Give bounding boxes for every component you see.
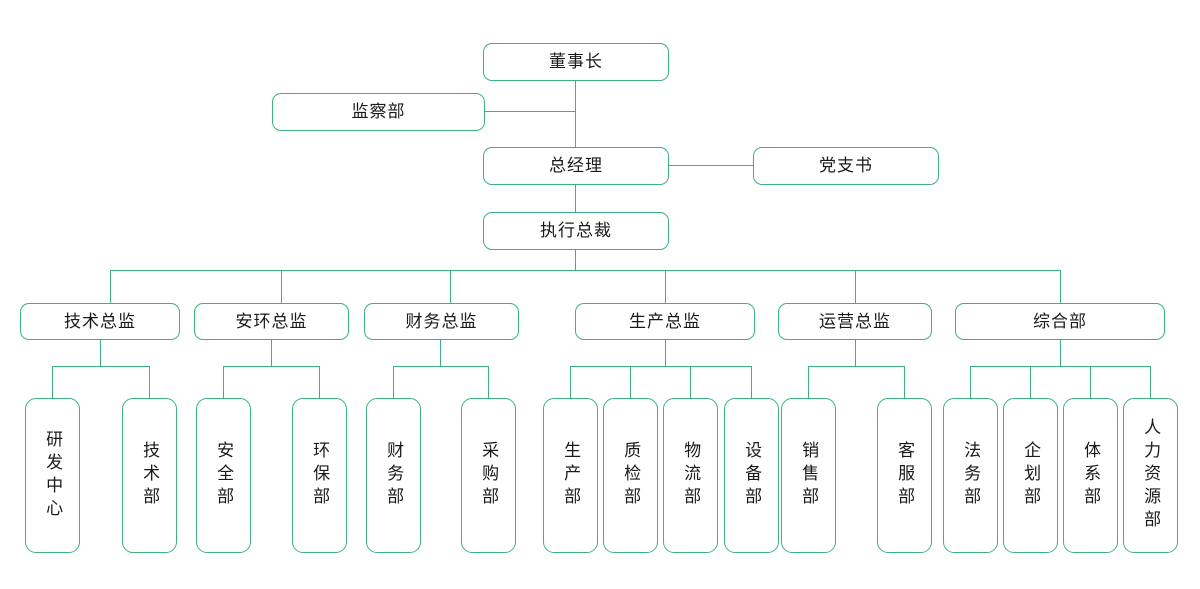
- node-logistics-dept[interactable]: 物流部: [663, 398, 718, 553]
- node-equipment-dept-label: 设备部: [742, 441, 762, 510]
- node-safety-director[interactable]: 安环总监: [194, 303, 349, 340]
- node-hr-dept[interactable]: 人力资源部: [1123, 398, 1178, 553]
- node-general-affairs-label: 综合部: [1033, 311, 1087, 331]
- drop-to-general-affairs: [1060, 270, 1062, 303]
- subbus-general-affairs: [970, 366, 1150, 368]
- drop-to-hr-dept: [1150, 366, 1152, 398]
- node-general-affairs[interactable]: 综合部: [955, 303, 1165, 340]
- node-general-manager[interactable]: 总经理: [483, 147, 669, 185]
- drop-to-equipment-dept: [751, 366, 753, 398]
- node-sales-dept[interactable]: 销售部: [781, 398, 836, 553]
- stem-finance-director: [440, 339, 442, 366]
- node-exec-president-label: 执行总裁: [540, 221, 612, 241]
- node-ops-director-label: 运营总监: [819, 311, 891, 331]
- node-party-secretary-label: 党支书: [819, 156, 873, 176]
- node-exec-president[interactable]: 执行总裁: [483, 212, 669, 250]
- drop-to-tech-director: [110, 270, 112, 303]
- connector-exec-to-bus: [575, 250, 577, 270]
- node-system-dept[interactable]: 体系部: [1063, 398, 1118, 553]
- drop-to-finance-director: [450, 270, 452, 303]
- node-env-dept-label: 环保部: [310, 441, 330, 510]
- drop-to-sales-dept: [808, 366, 810, 398]
- node-purchase-dept-label: 采购部: [479, 441, 499, 510]
- drop-to-prod-director: [665, 270, 667, 303]
- node-tech-director[interactable]: 技术总监: [20, 303, 180, 340]
- drop-to-service-dept: [904, 366, 906, 398]
- stem-prod-director: [665, 339, 667, 366]
- subbus-finance-director: [393, 366, 488, 368]
- connector-gm-to-party: [668, 165, 753, 167]
- drop-to-finance-dept: [393, 366, 395, 398]
- node-tech-director-label: 技术总监: [64, 311, 136, 331]
- subbus-safety-director: [223, 366, 319, 368]
- node-supervision[interactable]: 监察部: [272, 93, 485, 131]
- director-bus: [110, 270, 1060, 272]
- stem-tech-director: [100, 339, 102, 366]
- node-sales-dept-label: 销售部: [799, 441, 819, 510]
- drop-to-ops-director: [855, 270, 857, 303]
- drop-to-env-dept: [319, 366, 321, 398]
- node-planning-dept-label: 企划部: [1021, 441, 1041, 510]
- subbus-tech-director: [52, 366, 149, 368]
- node-tech-dept-label: 技术部: [140, 441, 160, 510]
- node-equipment-dept[interactable]: 设备部: [724, 398, 779, 553]
- drop-to-tech-dept: [149, 366, 151, 398]
- node-prod-dept[interactable]: 生产部: [543, 398, 598, 553]
- node-system-dept-label: 体系部: [1081, 441, 1101, 510]
- drop-to-system-dept: [1090, 366, 1092, 398]
- connector-supervision-to-spine: [485, 111, 576, 113]
- drop-to-safety-director: [281, 270, 283, 303]
- node-finance-dept-label: 财务部: [384, 441, 404, 510]
- subbus-prod-director: [570, 366, 751, 368]
- drop-to-rnd-center: [52, 366, 54, 398]
- node-qc-dept-label: 质检部: [621, 441, 641, 510]
- node-finance-dept[interactable]: 财务部: [366, 398, 421, 553]
- stem-ops-director: [855, 339, 857, 366]
- subbus-ops-director: [808, 366, 904, 368]
- node-tech-dept[interactable]: 技术部: [122, 398, 177, 553]
- node-ops-director[interactable]: 运营总监: [778, 303, 932, 340]
- drop-to-logistics-dept: [690, 366, 692, 398]
- node-prod-director-label: 生产总监: [629, 311, 701, 331]
- stem-safety-director: [271, 339, 273, 366]
- node-service-dept-label: 客服部: [895, 441, 915, 510]
- node-prod-director[interactable]: 生产总监: [575, 303, 755, 340]
- node-chairman[interactable]: 董事长: [483, 43, 669, 81]
- drop-to-safety-dept: [223, 366, 225, 398]
- drop-to-planning-dept: [1030, 366, 1032, 398]
- node-planning-dept[interactable]: 企划部: [1003, 398, 1058, 553]
- node-safety-dept[interactable]: 安全部: [196, 398, 251, 553]
- drop-to-purchase-dept: [488, 366, 490, 398]
- drop-to-legal-dept: [970, 366, 972, 398]
- connector-chairman-to-gm: [575, 81, 577, 147]
- node-logistics-dept-label: 物流部: [681, 441, 701, 510]
- node-rnd-center[interactable]: 研发中心: [25, 398, 80, 553]
- node-purchase-dept[interactable]: 采购部: [461, 398, 516, 553]
- node-general-manager-label: 总经理: [549, 156, 603, 176]
- node-prod-dept-label: 生产部: [561, 441, 581, 510]
- node-env-dept[interactable]: 环保部: [292, 398, 347, 553]
- connector-gm-to-exec: [575, 184, 577, 213]
- node-supervision-label: 监察部: [351, 102, 406, 122]
- node-service-dept[interactable]: 客服部: [877, 398, 932, 553]
- node-legal-dept-label: 法务部: [961, 441, 981, 510]
- drop-to-prod-dept: [570, 366, 572, 398]
- node-rnd-center-label: 研发中心: [43, 429, 63, 522]
- node-finance-director-label: 财务总监: [405, 311, 478, 331]
- drop-to-qc-dept: [630, 366, 632, 398]
- node-party-secretary[interactable]: 党支书: [753, 147, 939, 185]
- node-qc-dept[interactable]: 质检部: [603, 398, 658, 553]
- node-legal-dept[interactable]: 法务部: [943, 398, 998, 553]
- node-safety-director-label: 安环总监: [235, 311, 308, 331]
- node-hr-dept-label: 人力资源部: [1141, 418, 1161, 533]
- node-chairman-label: 董事长: [549, 52, 603, 72]
- stem-general-affairs: [1060, 339, 1062, 366]
- node-safety-dept-label: 安全部: [214, 441, 234, 510]
- node-finance-director[interactable]: 财务总监: [364, 303, 519, 340]
